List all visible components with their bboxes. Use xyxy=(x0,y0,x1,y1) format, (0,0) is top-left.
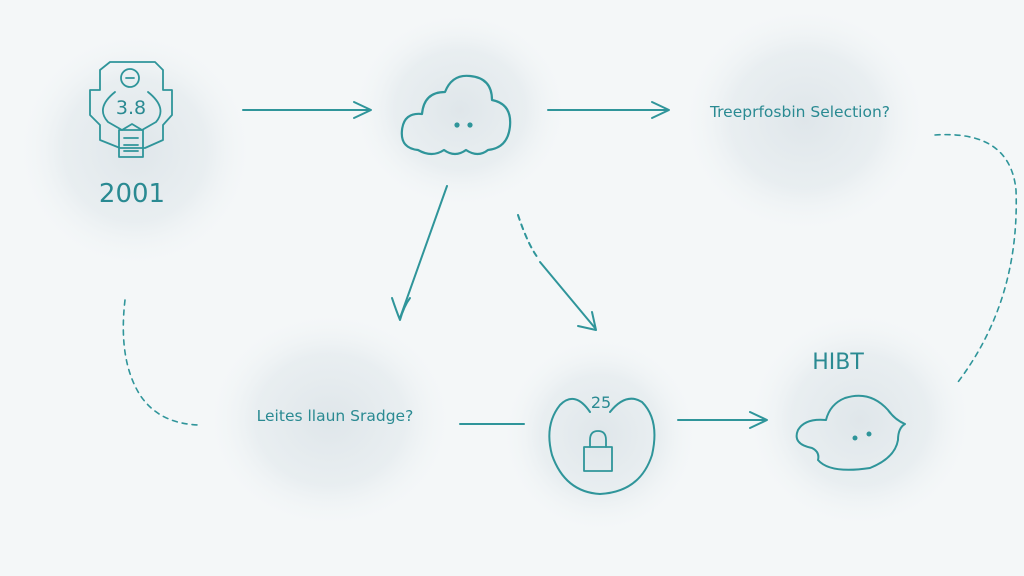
badge-device-icon xyxy=(89,61,173,158)
background-blobs xyxy=(15,5,975,535)
heart-lock-icon xyxy=(548,397,656,495)
dashed-connector-left xyxy=(122,299,203,426)
arrow-cloud-to-lock xyxy=(517,214,597,331)
cloud-face-icon xyxy=(400,74,512,156)
hibt-label: HIBT xyxy=(812,350,864,375)
device-year: 2001 xyxy=(99,179,165,209)
lock-node[interactable]: 25 xyxy=(548,393,656,495)
dashed-connector-right xyxy=(934,133,1018,383)
arrow-device-to-cloud xyxy=(242,101,372,119)
device-value: 3.8 xyxy=(116,97,146,119)
creature-eye-right xyxy=(866,431,872,437)
cloud-eye-right xyxy=(467,122,473,128)
creature-face-icon xyxy=(795,394,906,471)
selection-label[interactable]: Treeprfosbin Selection? xyxy=(709,103,890,121)
arrow-cloud-to-storage xyxy=(391,185,448,321)
hibt-node[interactable]: HIBT xyxy=(795,350,906,471)
device-node[interactable]: 3.8 2001 xyxy=(89,61,173,209)
storage-label[interactable]: Leites llaun Sradge? xyxy=(257,407,414,425)
cloud-node[interactable] xyxy=(400,74,512,156)
creature-eye-left xyxy=(852,435,858,441)
padlock-icon xyxy=(583,430,613,472)
arrow-cloud-to-selection xyxy=(547,101,670,119)
cloud-eye-left xyxy=(454,122,460,128)
lock-value: 25 xyxy=(591,393,611,412)
arrow-lock-to-hibt xyxy=(677,411,768,429)
